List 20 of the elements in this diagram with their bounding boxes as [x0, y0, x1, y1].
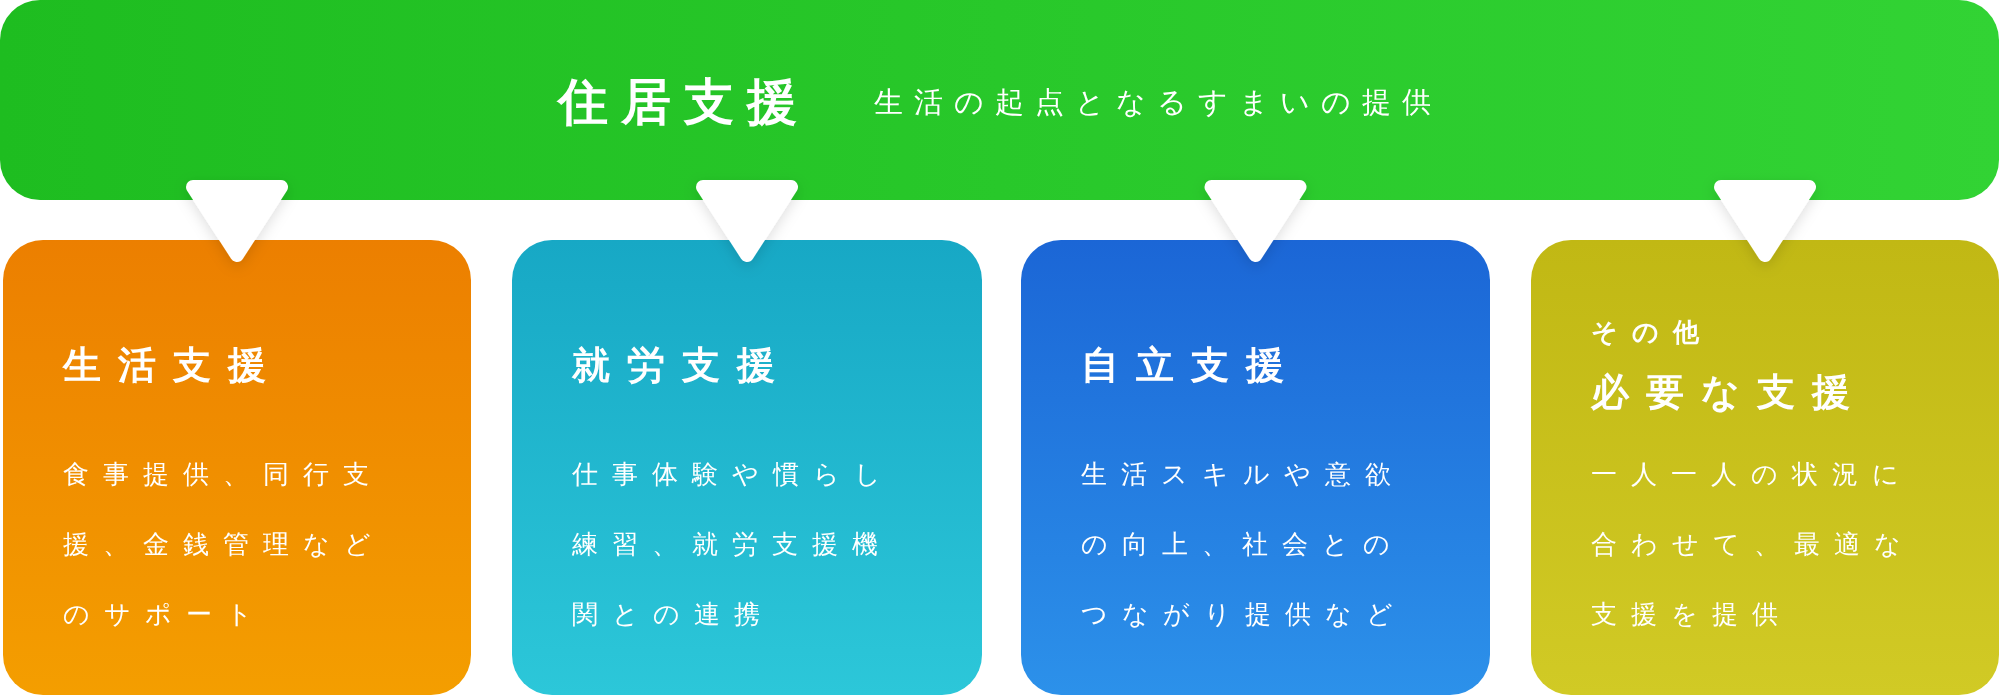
banner-title: 住居支援 — [557, 72, 810, 133]
category-card — [512, 240, 982, 695]
banner — [0, 0, 1999, 200]
card-description: 一人一人の状況に合わせて、最適な支援を提供 — [1591, 458, 1916, 631]
arrow — [1714, 180, 1816, 262]
category-card — [1531, 240, 1999, 695]
card-overline: その他 — [1591, 315, 1713, 349]
arrow — [186, 180, 288, 262]
card-description: 生活スキルや意欲の向上、社会とのつながり提供など — [1081, 458, 1408, 631]
arrow — [696, 180, 798, 262]
card-description: 食事提供、同行支援、金銭管理などのサポート — [63, 458, 386, 631]
card-title: 生活支援 — [63, 341, 283, 389]
card-description: 仕事体験や慣らし練習、就労支援機関との連携 — [572, 458, 896, 631]
card-title: 必要な支援 — [1591, 368, 1867, 416]
card-title: 就労支援 — [572, 341, 792, 389]
category-card — [3, 240, 471, 695]
category-card — [1021, 240, 1490, 695]
card-title: 自立支援 — [1081, 341, 1301, 389]
arrow — [1204, 180, 1307, 262]
banner-subtitle: 生活の起点となるすまいの提供 — [873, 84, 1442, 121]
